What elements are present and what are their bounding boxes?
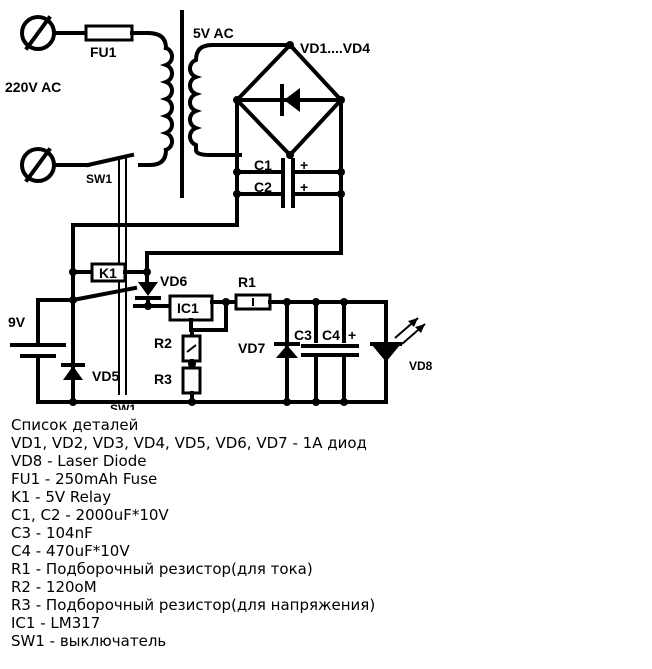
parts-list-item: C3 - 104nF	[11, 524, 93, 542]
bridge-rectifier	[234, 42, 344, 158]
label-c2: C2	[254, 179, 272, 195]
label-mains: 220V AC	[5, 79, 61, 95]
label-bridge: VD1....VD4	[300, 40, 370, 56]
capacitor-c4	[329, 343, 359, 357]
node-gnd-vd7	[283, 398, 291, 406]
resistor-r2-mark	[186, 344, 197, 353]
label-vd7: VD7	[238, 340, 265, 356]
label-c2-plus: +	[300, 179, 308, 195]
wire-sw1-to-primary	[138, 147, 169, 167]
label-transformer-secondary: 5V AC	[193, 25, 234, 41]
node-r2-r3	[188, 360, 196, 368]
label-battery: 9V	[8, 314, 26, 330]
parts-list-item: C1, C2 - 2000uF*10V	[11, 506, 169, 524]
parts-list-item: FU1 - 250mAh Fuse	[11, 470, 158, 488]
label-vd6: VD6	[160, 273, 187, 289]
switch-sw1-top-blade	[85, 152, 135, 168]
relay-k1-contact	[70, 285, 138, 303]
circuit-schematic: FU1 220V AC SW1 5V AC VD1....VD4 C1 +	[5, 10, 433, 410]
label-c1-plus: +	[300, 157, 308, 173]
diode-vd7	[274, 342, 300, 358]
wire-battery-bottom	[36, 356, 388, 404]
label-sw1-top: SW1	[86, 172, 112, 186]
parts-list-item: VD1, VD2, VD3, VD4, VD5, VD6, VD7 - 1А д…	[11, 434, 367, 452]
parts-list-item: R1 - Подборочный резистор(для тока)	[11, 560, 313, 578]
diode-vd5	[61, 363, 85, 380]
node-vd7-top	[283, 298, 291, 306]
label-c3: C3	[294, 327, 312, 343]
parts-list: Список деталей VD1, VD2, VD3, VD4, VD5, …	[11, 416, 641, 650]
node-gnd-vd5	[69, 398, 77, 406]
node-gnd-c3	[312, 398, 320, 406]
transformer-secondary-winding	[188, 43, 242, 157]
parts-list-title: Список деталей	[11, 416, 139, 434]
wire-primary-top	[145, 30, 169, 51]
label-r2: R2	[154, 335, 172, 351]
parts-list-item: C4 - 470uF*10V	[11, 542, 130, 560]
wire-battery-top	[36, 298, 75, 345]
wire-neg-to-bus	[71, 223, 239, 402]
node-c2-left	[233, 190, 241, 198]
label-r3: R3	[154, 371, 172, 387]
capacitor-c2	[235, 180, 343, 208]
resistor-r3	[181, 366, 202, 395]
node-c4-top	[340, 298, 348, 306]
transformer-primary-winding	[159, 45, 174, 153]
label-vd8: VD8	[409, 359, 433, 373]
node-k1-left	[69, 268, 77, 276]
label-fu1: FU1	[90, 44, 117, 60]
label-k1: K1	[99, 265, 117, 281]
label-r1: R1	[238, 274, 256, 290]
parts-list-item: R2 - 120оМ	[11, 578, 97, 596]
node-gnd-c4	[340, 398, 348, 406]
parts-list-item: VD8 - Laser Diode	[11, 452, 147, 470]
fuse-fu1	[84, 24, 134, 42]
node-gnd-r3	[188, 398, 196, 406]
label-c1: C1	[254, 157, 272, 173]
label-vd5: VD5	[92, 368, 119, 384]
label-ic1: IC1	[177, 300, 199, 316]
parts-list-item: IC1 - LM317	[11, 614, 101, 632]
mains-terminal-bottom	[20, 147, 56, 183]
parts-list-item: SW1 - выключатель	[11, 632, 167, 650]
node-k1-right	[143, 268, 151, 276]
node-c1-right	[337, 168, 345, 176]
mains-terminal-top	[20, 15, 56, 51]
parts-list-item: R3 - Подборочный резистор(для напряжения…	[11, 596, 376, 614]
parts-list-item: K1 - 5V Relay	[11, 488, 112, 506]
node-c3-top	[312, 298, 320, 306]
label-c4-plus: +	[348, 327, 356, 343]
node-c2-right	[337, 190, 345, 198]
node-c1-left	[233, 168, 241, 176]
node-bridge-bottom	[286, 151, 294, 159]
capacitor-c1	[235, 158, 343, 186]
label-c4: C4	[322, 327, 340, 343]
capacitor-c3	[301, 343, 331, 357]
node-bridge-top	[286, 41, 294, 49]
laser-diode-vd8	[370, 317, 426, 362]
label-sw1-bottom: SW1	[110, 402, 136, 410]
